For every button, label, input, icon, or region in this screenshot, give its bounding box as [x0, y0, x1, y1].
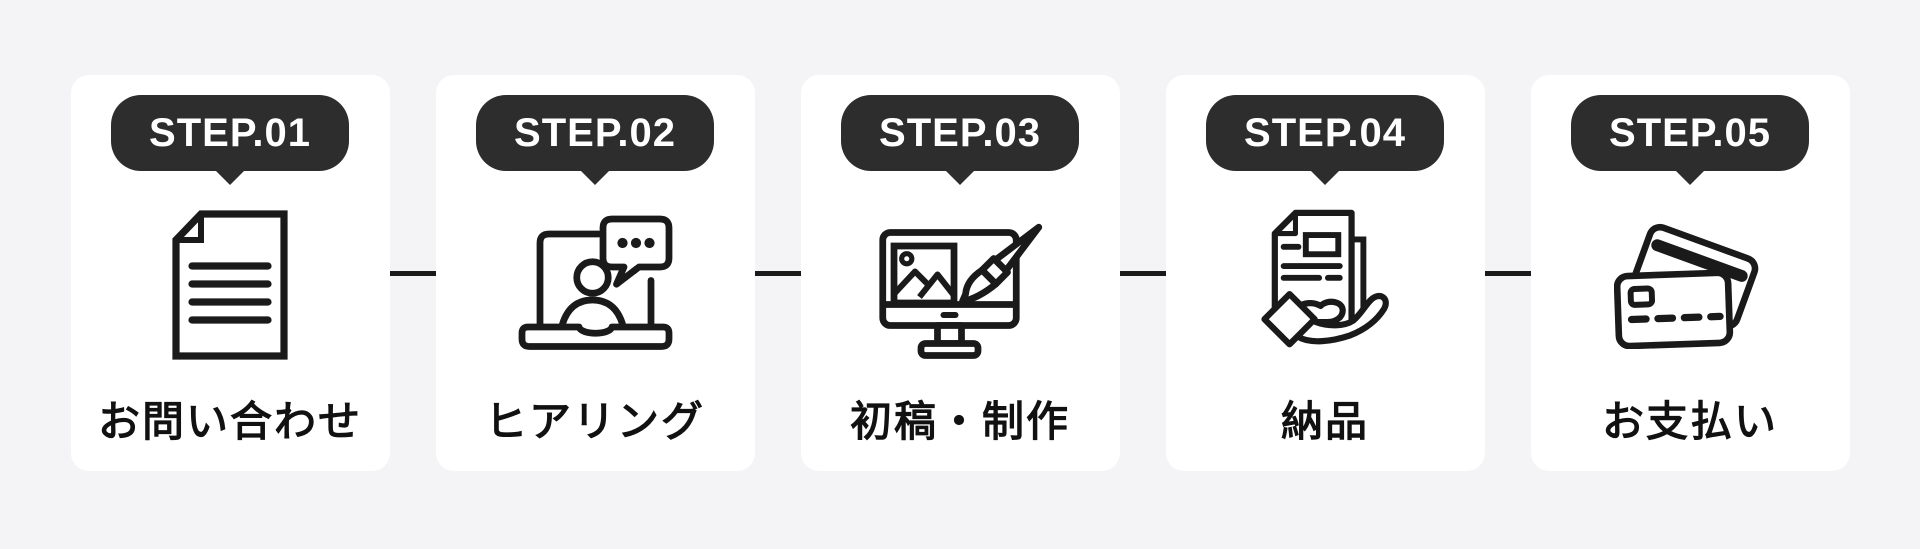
badge-pointer — [943, 169, 976, 185]
step-badge-4: STEP.04 — [1206, 95, 1444, 185]
design-monitor-icon — [879, 223, 1043, 359]
connector-line — [1484, 270, 1531, 276]
step-badge-label: STEP.04 — [1206, 95, 1444, 171]
connector-line — [1119, 270, 1166, 276]
step-card-3: STEP.03 初稿・制作 — [800, 75, 1120, 471]
step-icon-box — [1614, 207, 1766, 362]
badge-pointer — [1308, 169, 1341, 185]
step-icon-box — [876, 207, 1044, 362]
step-badge-3: STEP.03 — [841, 95, 1079, 185]
step-label: ヒアリング — [484, 398, 705, 445]
step-badge-label: STEP.01 — [111, 95, 349, 171]
step-badge-label: STEP.02 — [476, 95, 714, 171]
step-badge-2: STEP.02 — [476, 95, 714, 185]
step-icon-box — [171, 207, 289, 362]
payment-cards-icon — [1614, 223, 1759, 349]
step-badge-5: STEP.05 — [1571, 95, 1809, 185]
document-icon — [172, 209, 288, 360]
step-label: 納品 — [1280, 398, 1369, 445]
step-label: 初稿・制作 — [849, 398, 1070, 445]
step-badge-label: STEP.03 — [841, 95, 1079, 171]
process-flow: STEP.01 お問い合わせ STEP.02 — [70, 75, 1850, 471]
step-icon-box — [1260, 207, 1390, 362]
step-badge-label: STEP.05 — [1571, 95, 1809, 171]
step-card-5: STEP.05 お支払い — [1530, 75, 1850, 471]
step-card-2: STEP.02 ヒアリング — [435, 75, 755, 471]
connector-line — [389, 270, 436, 276]
badge-pointer — [213, 169, 246, 185]
step-icon-box — [513, 207, 678, 362]
online-meeting-icon — [518, 215, 672, 350]
step-label: お問い合わせ — [97, 398, 362, 445]
badge-pointer — [1673, 169, 1706, 185]
step-card-4: STEP.04 納品 — [1165, 75, 1485, 471]
step-label: お支払い — [1601, 398, 1778, 445]
step-card-1: STEP.01 お問い合わせ — [70, 75, 390, 471]
step-badge-1: STEP.01 — [111, 95, 349, 185]
badge-pointer — [578, 169, 611, 185]
connector-line — [754, 270, 801, 276]
delivery-hand-icon — [1261, 209, 1389, 348]
